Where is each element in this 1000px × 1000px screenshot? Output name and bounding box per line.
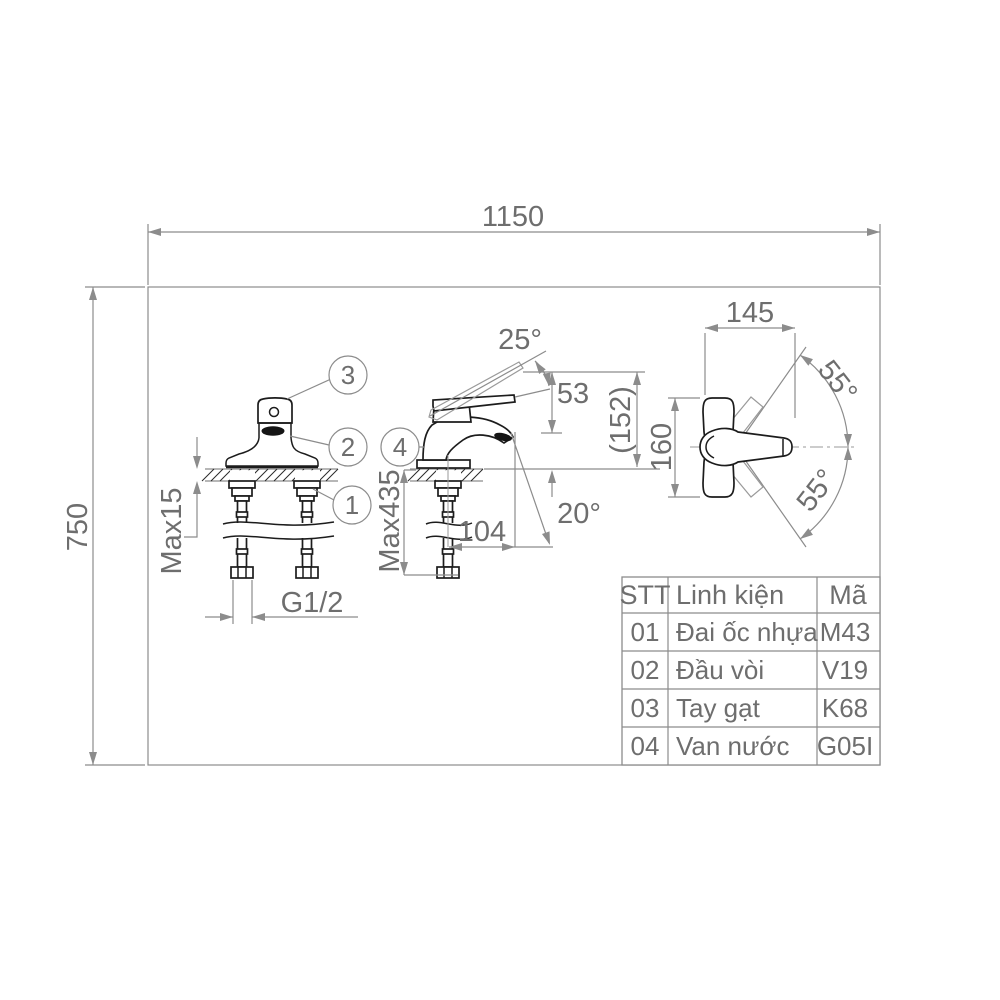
row2-part: Đầu vòi xyxy=(676,655,764,685)
dim-104: 104 xyxy=(458,516,506,548)
dim-overall-height: 750 xyxy=(62,503,94,551)
dim-55-lower: 55° xyxy=(791,463,843,517)
callout-4-circle xyxy=(380,427,420,467)
table-header-stt: STT xyxy=(620,580,671,610)
dim-line-25 xyxy=(429,350,551,417)
row3-code: K68 xyxy=(822,693,868,723)
callout-2-circle xyxy=(328,427,368,467)
row4-code: G05I xyxy=(817,731,873,761)
table-row: 01 Đai ốc nhựa M43 xyxy=(631,617,871,647)
table-row: 04 Van nước G05I xyxy=(631,731,874,761)
boundary-box xyxy=(147,286,881,766)
row3-part: Tay gạt xyxy=(676,693,761,723)
handle-cap-front xyxy=(257,397,293,424)
dim-20: 20° xyxy=(557,498,601,530)
dim-line-20 xyxy=(510,432,553,547)
dim-max15: Max15 xyxy=(156,487,188,574)
table-grid xyxy=(622,577,880,765)
row3-stt: 03 xyxy=(631,693,660,723)
dim-line-overall-height xyxy=(85,286,145,766)
callout-4: 4 xyxy=(393,432,407,462)
dim-line-160 xyxy=(668,397,700,498)
lever-side xyxy=(432,394,516,412)
row2-code: V19 xyxy=(822,655,868,685)
dim-25: 25° xyxy=(498,324,542,356)
dim-53: 53 xyxy=(557,378,589,410)
lever-plan xyxy=(699,427,793,467)
neck-front xyxy=(258,423,292,438)
row1-part: Đai ốc nhựa xyxy=(676,617,818,647)
handle-screw-hole xyxy=(268,406,280,418)
dim-max435: Max435 xyxy=(374,469,406,572)
row1-code: M43 xyxy=(820,617,871,647)
dim-line-145 xyxy=(704,327,796,418)
callout-3-circle xyxy=(328,355,368,395)
callout-3: 3 xyxy=(341,360,355,390)
base-side xyxy=(416,459,471,469)
body-front xyxy=(225,437,319,467)
table-header-code: Mã xyxy=(829,580,867,610)
row4-part: Van nước xyxy=(676,731,789,761)
leader-3 xyxy=(286,378,332,400)
dim-160: 160 xyxy=(646,423,678,471)
callout-2: 2 xyxy=(341,432,355,462)
body-side xyxy=(422,416,515,461)
parts-table: STT Linh kiện Mã 01 Đai ốc nhựa M43 02 Đ… xyxy=(620,576,881,766)
dim-line-thread xyxy=(205,580,358,624)
leader-2 xyxy=(289,435,330,446)
dim-55-upper: 55° xyxy=(811,354,863,408)
dim-152: (152) xyxy=(605,386,637,454)
spout-outlet xyxy=(494,432,512,442)
pipe-break-waves-front xyxy=(222,521,335,540)
drawing-frame: 1150 750 xyxy=(62,201,881,766)
callout-1-circle xyxy=(332,485,372,525)
table-row: 03 Tay gạt K68 xyxy=(631,693,869,723)
dim-145: 145 xyxy=(726,297,774,329)
callout-1: 1 xyxy=(345,490,359,520)
row4-stt: 04 xyxy=(631,731,660,761)
side-view: 25° 53 (152) 20° 104 Max435 4 xyxy=(374,324,660,579)
table-header-part: Linh kiện xyxy=(676,580,784,610)
brand-logo-oval xyxy=(261,426,285,436)
table-border xyxy=(621,576,881,766)
table-row: 02 Đầu vòi V19 xyxy=(631,655,869,685)
front-view: Max15 G1/2 3 2 1 xyxy=(156,355,372,624)
dim-thread: G1/2 xyxy=(281,587,344,619)
dim-line-overall-width xyxy=(147,224,881,285)
row2-stt: 02 xyxy=(631,655,660,685)
top-view: 55° 55° 145 160 xyxy=(646,297,863,548)
row1-stt: 01 xyxy=(631,617,660,647)
leader-1 xyxy=(312,488,335,501)
dim-overall-width: 1150 xyxy=(482,201,544,233)
dim-line-max435 xyxy=(403,469,458,576)
